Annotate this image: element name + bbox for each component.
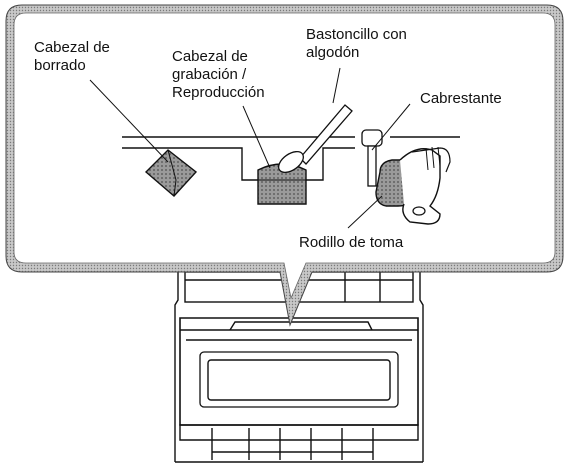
label-cotton-swab-line2: algodón — [306, 44, 360, 61]
label-record-head-line3: Reproducción — [172, 84, 265, 101]
label-cotton-swab: Bastoncillo con algodón — [306, 26, 407, 62]
label-cotton-swab-line1: Bastoncillo con — [306, 26, 407, 43]
cassette-window — [199, 351, 399, 408]
label-record-head: Cabezal de grabación / Reproducción — [172, 48, 265, 102]
leader-lines — [89, 67, 411, 229]
erase-head — [144, 149, 198, 197]
callout-inner — [13, 12, 556, 300]
capstan — [361, 129, 383, 187]
label-pinch-roller: Rodillo de toma — [299, 234, 404, 251]
label-capstan: Cabrestante — [420, 90, 502, 107]
label-record-head-line1: Cabezal de — [172, 48, 248, 65]
label-erase-head-line1: Cabezal de — [34, 39, 110, 56]
cassette-door — [179, 317, 419, 426]
pinch-roller — [375, 146, 451, 225]
cassette-deck — [174, 270, 424, 463]
label-erase-head: Cabezal de borrado — [34, 39, 110, 75]
cotton-swab — [277, 104, 353, 174]
label-erase-head-line2: borrado — [34, 57, 86, 74]
label-record-head-line2: grabación / — [172, 66, 247, 83]
